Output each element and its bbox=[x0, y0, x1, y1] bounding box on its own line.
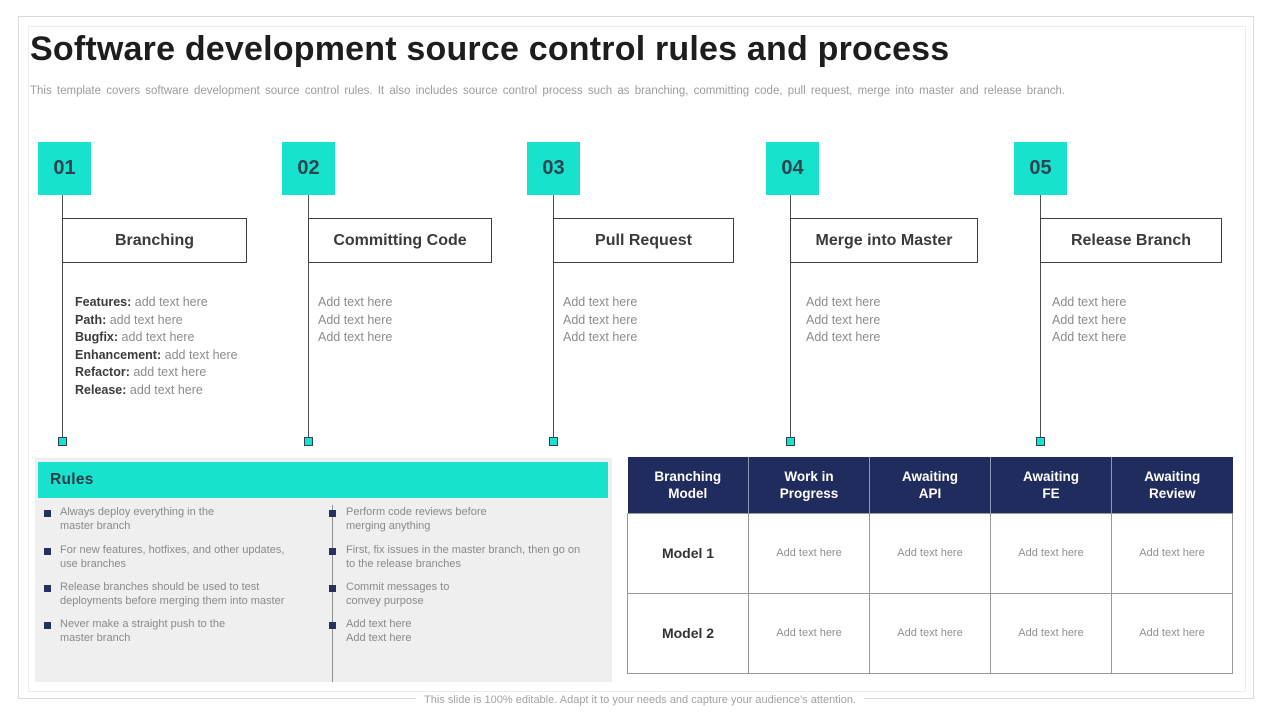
step-endpoint-marker bbox=[549, 437, 558, 446]
desc-line: Enhancement: add text here bbox=[75, 347, 238, 362]
desc-line: Refactor: add text here bbox=[75, 365, 207, 379]
step-number: 03 bbox=[542, 157, 565, 179]
desc-line: Add text here bbox=[1052, 312, 1127, 327]
table-cell: Add text here bbox=[748, 512, 870, 594]
step-number-badge: 04 bbox=[766, 142, 819, 195]
desc-line: Add text here bbox=[563, 312, 638, 327]
step-number-badge: 01 bbox=[38, 142, 91, 195]
table-header-cell: Awaiting API bbox=[869, 457, 991, 513]
model-cell: Model 2 bbox=[627, 592, 749, 674]
step-connector-line bbox=[308, 195, 309, 439]
step-label: Release Branch bbox=[1070, 231, 1192, 249]
step-connector-line bbox=[62, 195, 63, 439]
table-row: Model 1 Add text here Add text here Add … bbox=[627, 512, 1233, 594]
step-number: 05 bbox=[1029, 157, 1052, 179]
desc-line: Path: add text here bbox=[75, 312, 183, 327]
bullet-square-icon bbox=[329, 585, 336, 592]
table-header-cell: Awaiting FE bbox=[990, 457, 1112, 513]
step-endpoint-marker bbox=[786, 437, 795, 446]
table-cell: Add text here bbox=[869, 592, 991, 674]
step-label: Pull Request bbox=[595, 231, 692, 249]
step-number: 02 bbox=[297, 157, 320, 179]
bullet-square-icon bbox=[44, 510, 51, 517]
bullet-square-icon bbox=[44, 622, 51, 629]
page-title: Software development source control rule… bbox=[30, 30, 950, 68]
footer-note: This slide is 100% editable. Adapt it to… bbox=[0, 694, 1280, 706]
step-number-badge: 05 bbox=[1014, 142, 1067, 195]
desc-line: Add text here bbox=[563, 295, 638, 309]
desc-line: Add text here bbox=[318, 295, 393, 309]
desc-line: Add text here bbox=[806, 295, 881, 309]
step-number-badge: 02 bbox=[282, 142, 335, 195]
rule-item: For new features, hotfixes, and other up… bbox=[60, 544, 285, 570]
table-cell: Add text here bbox=[990, 592, 1112, 674]
table-cell: Add text here bbox=[990, 512, 1112, 594]
step-label-box: Committing Code bbox=[308, 218, 492, 263]
branching-model-table: Branching Model Work in Progress Awaitin… bbox=[627, 457, 1233, 674]
table-row: Model 2 Add text here Add text here Add … bbox=[627, 592, 1233, 674]
desc-line: Add text here bbox=[806, 312, 881, 327]
step-description: Add text here Add text here Add text her… bbox=[318, 294, 392, 347]
step-description: Add text here Add text here Add text her… bbox=[563, 294, 637, 347]
step-label-box: Branching bbox=[62, 218, 247, 263]
table-header-cell: Work in Progress bbox=[748, 457, 870, 513]
step-description: Add text here Add text here Add text her… bbox=[806, 294, 880, 347]
slide-border-inner bbox=[28, 26, 1246, 692]
table-cell: Add text here bbox=[1111, 592, 1233, 674]
table-cell: Add text here bbox=[869, 512, 991, 594]
bullet-square-icon bbox=[329, 510, 336, 517]
step-connector-line bbox=[1040, 195, 1041, 439]
step-label-box: Pull Request bbox=[553, 218, 734, 263]
desc-line: Add text here bbox=[806, 330, 881, 344]
desc-line: Add text here bbox=[563, 330, 638, 344]
step-number-badge: 03 bbox=[527, 142, 580, 195]
step-connector-line bbox=[553, 195, 554, 439]
bullet-square-icon bbox=[44, 548, 51, 555]
rules-header-bar: Rules bbox=[38, 462, 608, 498]
step-endpoint-marker bbox=[304, 437, 313, 446]
table-header-cell: Awaiting Review bbox=[1111, 457, 1233, 513]
step-connector-line bbox=[790, 195, 791, 439]
step-label-box: Merge into Master bbox=[790, 218, 978, 263]
desc-line: Add text here bbox=[1052, 295, 1127, 309]
step-label: Branching bbox=[114, 231, 195, 249]
desc-line: Release: add text here bbox=[75, 382, 203, 397]
desc-line: Bugfix: add text here bbox=[75, 330, 195, 344]
desc-line: Add text here bbox=[1052, 330, 1127, 344]
page-subtitle: This template covers software developmen… bbox=[30, 85, 1066, 97]
rules-title: Rules bbox=[50, 471, 94, 488]
step-label: Merge into Master bbox=[815, 231, 953, 249]
table-cell: Add text here bbox=[1111, 512, 1233, 594]
step-endpoint-marker bbox=[58, 437, 67, 446]
table-header-cell: Branching Model bbox=[627, 457, 749, 513]
desc-line: Features: add text here bbox=[75, 295, 208, 309]
step-endpoint-marker bbox=[1036, 437, 1045, 446]
table-cell: Add text here bbox=[748, 592, 870, 674]
step-number: 01 bbox=[53, 157, 76, 179]
rule-item: First, fix issues in the master branch, … bbox=[346, 544, 581, 570]
step-description: Features: add text here Path: add text h… bbox=[75, 294, 238, 399]
model-cell: Model 1 bbox=[627, 512, 749, 594]
desc-line: Add text here bbox=[318, 312, 393, 327]
step-label: Committing Code bbox=[333, 231, 467, 249]
bullet-square-icon bbox=[44, 585, 51, 592]
step-number: 04 bbox=[781, 157, 804, 179]
step-description: Add text here Add text here Add text her… bbox=[1052, 294, 1126, 347]
bullet-square-icon bbox=[329, 548, 336, 555]
table-header-row: Branching Model Work in Progress Awaitin… bbox=[627, 457, 1233, 513]
rules-divider bbox=[332, 505, 333, 682]
bullet-square-icon bbox=[329, 622, 336, 629]
step-label-box: Release Branch bbox=[1040, 218, 1222, 263]
desc-line: Add text here bbox=[318, 330, 393, 344]
